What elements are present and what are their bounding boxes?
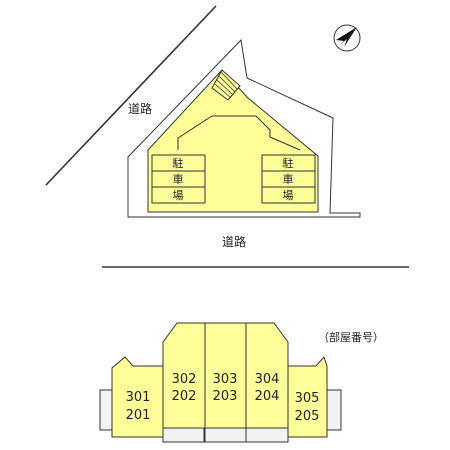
unit-label-203: 203 xyxy=(213,389,238,404)
parking-right-char-3: 場 xyxy=(283,189,294,202)
building-upper-outline xyxy=(177,115,301,151)
balcony-left xyxy=(99,389,113,431)
building-footprint xyxy=(147,69,319,213)
diagonal-road-line xyxy=(45,5,217,186)
balcony-right xyxy=(326,389,342,431)
parking-left-char-1: 駐 xyxy=(173,156,184,170)
unit-label-304: 304 xyxy=(255,372,280,387)
unit-302 xyxy=(162,322,206,429)
unit-label-204: 204 xyxy=(255,389,280,404)
north-arrow-icon xyxy=(333,24,361,52)
exterior-staircase xyxy=(211,69,241,101)
unit-305 xyxy=(287,356,328,438)
unit-label-305: 305 xyxy=(295,391,320,406)
road-label-bottom: 道路 xyxy=(222,234,246,249)
unit-label-201: 201 xyxy=(126,408,151,423)
unit-label-302: 302 xyxy=(172,372,197,387)
parking-left-char-2: 車 xyxy=(173,172,184,186)
balcony-303 xyxy=(204,427,247,443)
unit-label-202: 202 xyxy=(172,389,197,404)
parking-right-char-1: 駐 xyxy=(283,156,294,170)
parking-left: 駐 車 場 xyxy=(151,154,206,204)
unit-304 xyxy=(245,322,289,429)
unit-label-303: 303 xyxy=(213,372,238,387)
balcony-302 xyxy=(162,427,205,443)
road-label-diagonal: 道路 xyxy=(128,101,152,116)
unit-label-205: 205 xyxy=(295,409,320,424)
balcony-304 xyxy=(245,427,289,443)
parking-left-char-3: 場 xyxy=(173,189,184,202)
parking-right: 駐 車 場 xyxy=(261,154,316,204)
unit-301 xyxy=(111,356,164,438)
parking-right-char-2: 車 xyxy=(283,172,294,186)
room-number-legend: （部屋番号） xyxy=(318,330,384,344)
unit-label-301: 301 xyxy=(126,390,151,405)
